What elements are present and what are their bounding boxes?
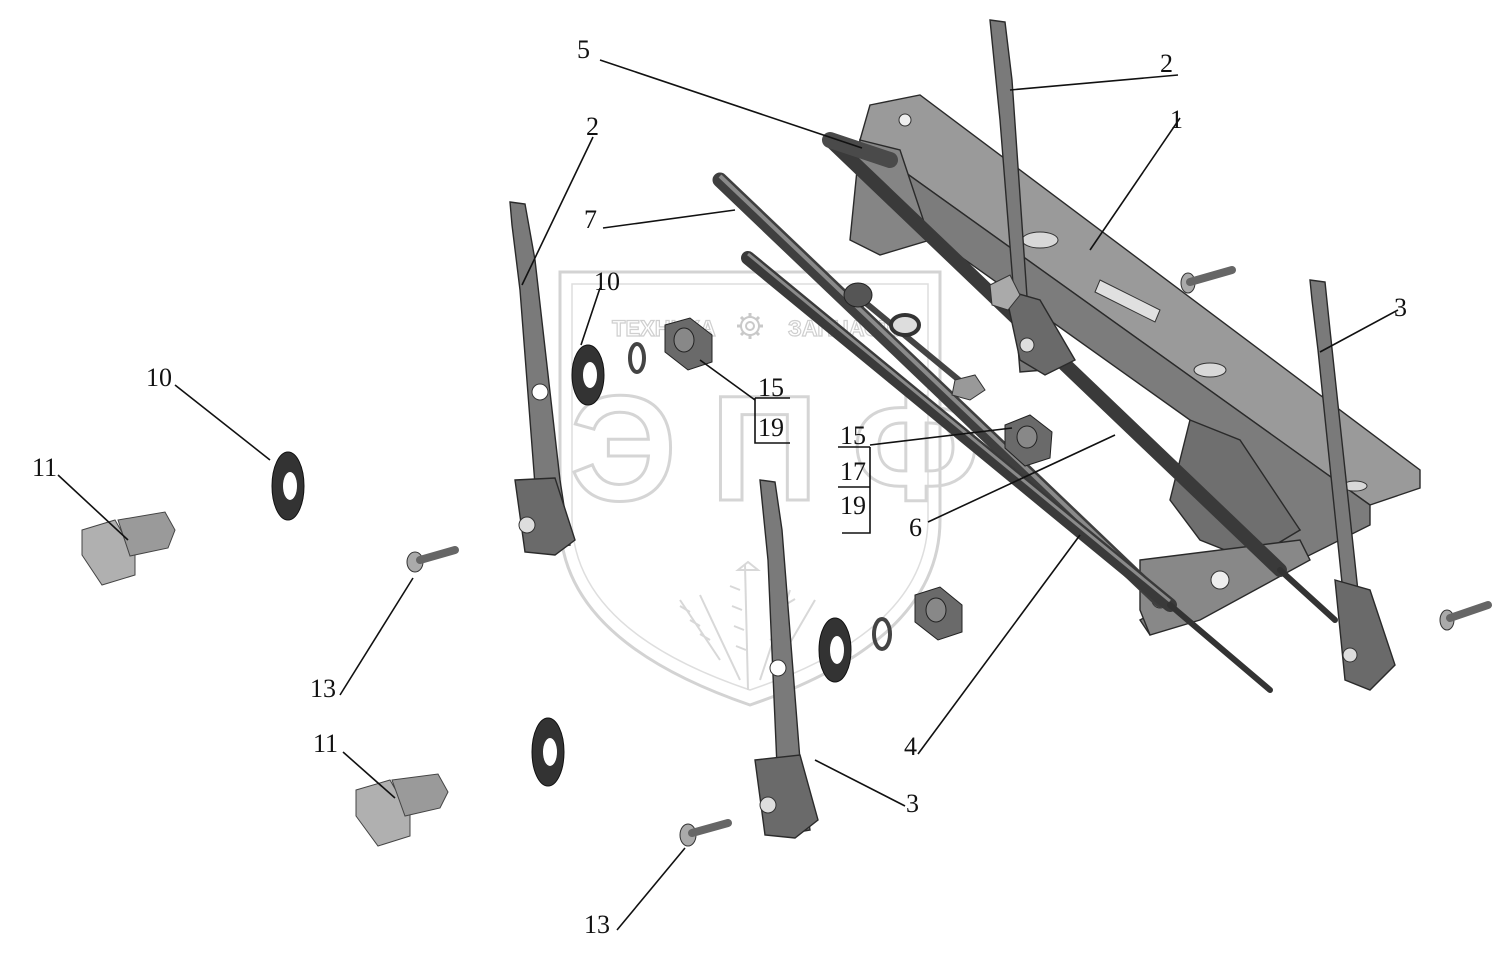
callout-5: 5 <box>577 35 590 64</box>
bolt-13-lower <box>679 819 732 847</box>
callout-labels: 1 2 2 3 3 4 5 6 7 10 10 11 11 13 13 15 1… <box>32 35 1407 939</box>
callout-2-top: 2 <box>1160 49 1173 78</box>
nut-upper <box>664 317 713 371</box>
tie-rod <box>843 282 986 401</box>
bolt-right-upper <box>1180 266 1236 294</box>
callout-10-lower: 10 <box>146 363 172 392</box>
lever-2-rear <box>989 19 1076 376</box>
callout-group1-15: 15 <box>758 373 784 402</box>
nut-lower-front <box>914 586 963 641</box>
callout-group2-17: 17 <box>840 457 866 486</box>
hardware <box>81 266 1492 847</box>
lever-3-rear <box>1309 279 1396 691</box>
callout-4: 4 <box>904 732 917 761</box>
callout-group2-15: 15 <box>840 421 866 450</box>
callout-6: 6 <box>909 513 922 542</box>
callout-3-bottom: 3 <box>906 789 919 818</box>
leader-lines <box>57 59 1399 931</box>
bolt-13-upper <box>406 546 459 573</box>
rod-4 <box>741 251 1273 693</box>
callout-1: 1 <box>1170 105 1183 134</box>
washer-lower-front <box>818 617 852 683</box>
callout-11-upper: 11 <box>32 453 57 482</box>
callout-10-upper: 10 <box>594 267 620 296</box>
washer-bottom <box>531 717 565 787</box>
spring-washer-lower <box>872 617 892 651</box>
spring-washer-upper <box>628 342 646 374</box>
rod-5 <box>822 132 898 168</box>
callout-11-lower: 11 <box>313 729 338 758</box>
pin-11-lower <box>355 773 449 847</box>
callout-3-right: 3 <box>1394 293 1407 322</box>
lever-2-front <box>509 201 576 556</box>
lever-3-front <box>754 479 819 839</box>
gear-icon <box>737 313 763 339</box>
pin-11-upper <box>81 511 176 586</box>
callout-13-upper: 13 <box>310 674 336 703</box>
callout-2-left: 2 <box>586 112 599 141</box>
watermark-shield <box>558 270 942 707</box>
washer-10-upper <box>571 344 605 406</box>
callout-group1-19: 19 <box>758 413 784 442</box>
nut-middle <box>1004 414 1053 467</box>
callout-13-lower: 13 <box>584 910 610 939</box>
bolt-right-lower <box>1439 601 1492 631</box>
callout-7: 7 <box>584 205 597 234</box>
callout-group2-19: 19 <box>840 491 866 520</box>
washer-10-lower <box>271 451 305 521</box>
